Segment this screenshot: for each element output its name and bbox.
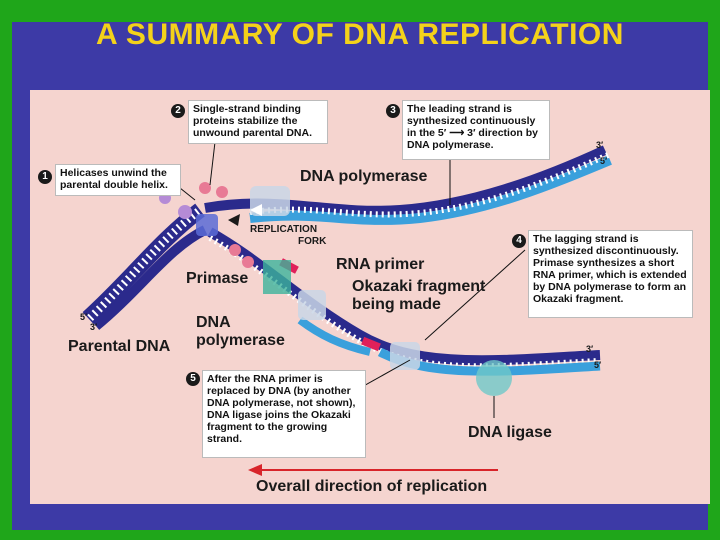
step-2-callout: Single-strand binding proteins stabilize… — [188, 100, 328, 144]
okazaki-fragment-being-made — [297, 316, 371, 356]
dna-polymerase-lagging-enzyme — [390, 342, 420, 370]
step-number: 1 — [38, 170, 52, 184]
parental-helix-back — [92, 225, 208, 330]
primase-enzyme — [263, 260, 291, 294]
end-label-top-5: 5′ — [600, 156, 608, 166]
primase-label: Primase — [186, 270, 249, 287]
lagging-strand-rungs — [208, 235, 599, 370]
replication-fork-label: REPLICATION FORK — [250, 224, 326, 248]
ssb-protein — [216, 186, 228, 198]
step-1-callout: Helicases unwind the parental double hel… — [55, 164, 181, 196]
fork-arrow — [228, 214, 240, 226]
dna-ligase-enzyme — [476, 360, 512, 396]
parental-helix-inner — [87, 206, 203, 321]
step-3-callout: The leading strand is synthesized contin… — [402, 100, 550, 160]
dna-polymerase-bottom-line1: DNA — [196, 314, 231, 331]
step-5-callout: After the RNA primer is replaced by DNA … — [202, 370, 366, 458]
leader-line — [209, 141, 216, 186]
end-label-left-5: 5′ — [80, 312, 88, 322]
dna-polymerase-bottom-line2: polymerase — [196, 332, 285, 349]
leader-line — [424, 249, 526, 341]
step-number: 3 — [386, 104, 400, 118]
leading-strand-arrow — [250, 204, 262, 216]
rna-primer-label: RNA primer — [336, 256, 425, 273]
leader-line — [179, 187, 196, 201]
ssb-protein — [242, 256, 254, 268]
dna-polymerase-bottom-enzyme — [298, 290, 326, 320]
step-number: 5 — [186, 372, 200, 386]
parental-dna-label: Parental DNA — [68, 338, 171, 355]
parental-helix-outer — [82, 203, 205, 324]
okazaki-label-line1: Okazaki fragment — [352, 278, 486, 295]
end-label-top-3: 3′ — [596, 140, 604, 150]
dna-polymerase-top-label: DNA polymerase — [300, 168, 428, 185]
lagging-strand-template — [207, 227, 601, 366]
leading-strand-new — [249, 155, 612, 225]
okazaki-label-line2: being made — [352, 296, 441, 313]
replication-fork-line2: FORK — [298, 236, 327, 247]
overall-direction-label: Overall direction of replication — [256, 478, 488, 495]
ssb-protein — [178, 205, 192, 219]
end-label-bottom-3: 3′ — [586, 344, 594, 354]
dna-ligase-label: DNA ligase — [468, 424, 552, 441]
step-number: 4 — [512, 234, 526, 248]
step-number: 2 — [171, 104, 185, 118]
rna-primer-okazaki — [361, 336, 381, 352]
ssb-protein — [199, 182, 211, 194]
replication-fork-line1: REPLICATION — [250, 224, 318, 235]
end-label-left-3: 3′ — [90, 322, 98, 332]
end-label-bottom-5: 5′ — [594, 360, 602, 370]
direction-arrow-head — [248, 464, 262, 476]
step-4-callout: The lagging strand is synthesized discon… — [528, 230, 693, 318]
ssb-protein — [229, 244, 241, 256]
helicase — [196, 214, 218, 236]
slide-title: A SUMMARY OF DNA REPLICATION — [96, 18, 624, 51]
leader-line — [359, 359, 411, 389]
